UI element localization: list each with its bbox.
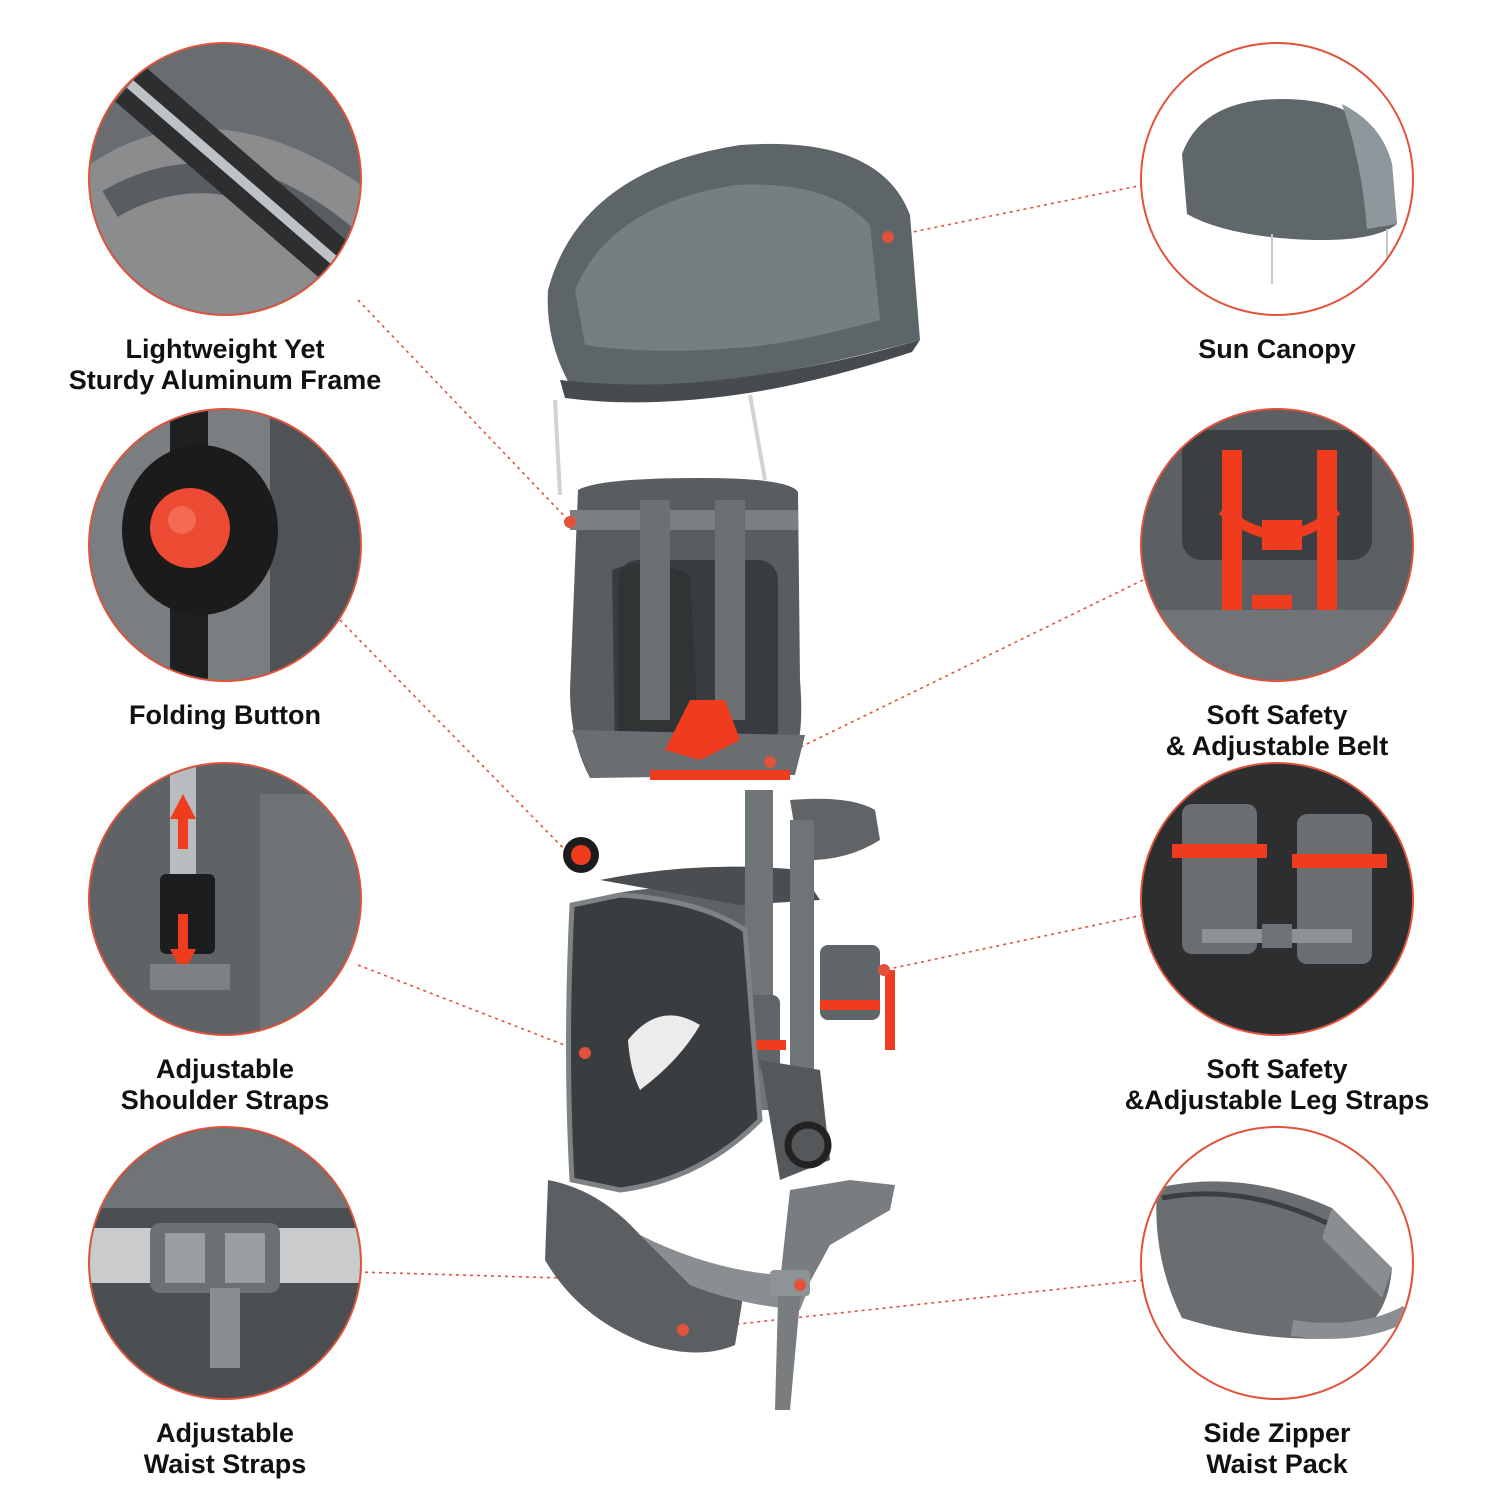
feature-button-label: Folding Button [45,700,405,731]
label-line-2: Sturdy Aluminum Frame [68,365,382,395]
feature-canopy: Sun Canopy [1097,42,1457,365]
canopy-shape [547,143,920,496]
label-line-1: Side Zipper [1203,1418,1351,1448]
waist-pack-icon [1140,1126,1414,1400]
label-line-1: Adjustable [155,1418,295,1448]
feature-belt: Soft Safety & Adjustable Belt [1097,408,1457,762]
feature-leg-label: Soft Safety &Adjustable Leg Straps [1097,1054,1457,1116]
feature-pack: Side Zipper Waist Pack [1097,1126,1457,1480]
feature-belt-label: Soft Safety & Adjustable Belt [1097,700,1457,762]
safety-belt-icon [1140,408,1414,682]
label-line-2: Waist Pack [1206,1449,1348,1479]
label-line-1: Adjustable [155,1054,295,1084]
label-line-1: Soft Safety [1206,1054,1348,1084]
seat-shape [575,790,895,1110]
feature-canopy-label: Sun Canopy [1097,334,1457,365]
marker-dots [564,231,894,1336]
feature-frame-label: Lightweight Yet Sturdy Aluminum Frame [45,334,405,396]
folding-button-icon [88,408,362,682]
label-line-1: Lightweight Yet [125,334,325,364]
label-line-1: Folding Button [129,700,321,730]
label-line-2: & Adjustable Belt [1165,731,1389,761]
feature-shoulder-label: Adjustable Shoulder Straps [45,1054,405,1116]
backrest-shape [563,478,805,873]
label-line-2: &Adjustable Leg Straps [1124,1085,1430,1115]
waistpack-shape [545,1180,895,1410]
feature-shoulder: Adjustable Shoulder Straps [45,762,405,1116]
label-line-2: Shoulder Straps [120,1085,330,1115]
sun-canopy-icon [1140,42,1414,316]
feature-button: Folding Button [45,408,405,731]
feature-waist: Adjustable Waist Straps [45,1126,405,1480]
connector-lines [339,184,1144,1331]
leg-strap-icon [1140,762,1414,1036]
label-line-2: Waist Straps [143,1449,307,1479]
label-line-1: Sun Canopy [1198,334,1356,364]
body-shape [566,892,832,1193]
aluminum-frame-icon [88,42,362,316]
feature-pack-label: Side Zipper Waist Pack [1097,1418,1457,1480]
feature-leg: Soft Safety &Adjustable Leg Straps [1097,762,1457,1116]
label-line-1: Soft Safety [1206,700,1348,730]
feature-frame: Lightweight Yet Sturdy Aluminum Frame [45,42,405,396]
waist-buckle-icon [88,1126,362,1400]
feature-waist-label: Adjustable Waist Straps [45,1418,405,1480]
shoulder-strap-icon [88,762,362,1036]
